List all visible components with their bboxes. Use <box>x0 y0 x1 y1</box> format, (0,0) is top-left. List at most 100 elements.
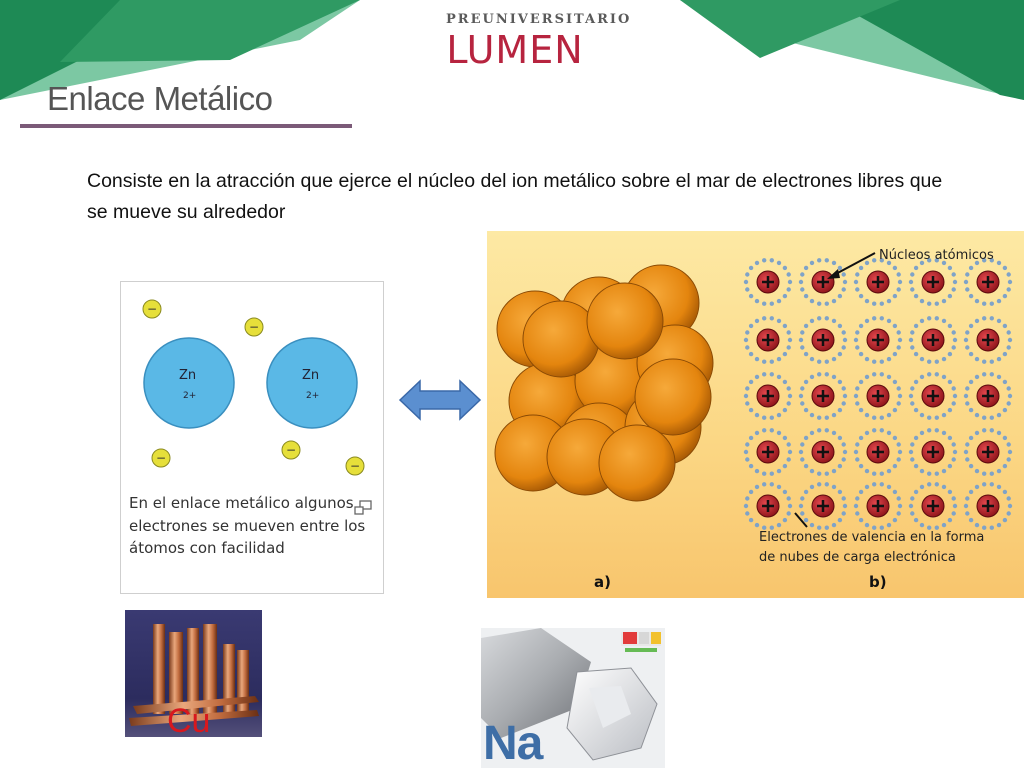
cloud-electron <box>800 511 805 516</box>
cloud-electron <box>809 374 815 380</box>
cloud-electron <box>769 372 774 377</box>
cloud-electron <box>974 374 980 380</box>
cloud-electron <box>842 393 848 399</box>
cloud-electron <box>745 457 750 462</box>
cloud-electron <box>989 258 994 263</box>
nuclei-pointer-head <box>827 269 840 279</box>
cloud-electron <box>982 471 987 476</box>
cloud-electron <box>787 449 793 455</box>
cloud-electron <box>803 351 809 357</box>
cloud-electron <box>941 484 947 490</box>
cloud-electron <box>855 330 860 335</box>
expand-icon[interactable] <box>353 500 373 516</box>
cloud-electron <box>996 356 1002 362</box>
plus-icon <box>927 334 939 346</box>
zn-figure-panel: Zn 2+ Zn 2+ − − − − − En el enlace metál <box>120 281 384 594</box>
cloud-electron <box>786 330 791 335</box>
cloud-electron <box>952 503 958 509</box>
cloud-electron <box>798 279 804 285</box>
cloud-electron <box>886 298 892 304</box>
cloud-electron <box>1007 337 1013 343</box>
cloud-electron <box>989 428 994 433</box>
cloud-electron <box>786 442 791 447</box>
cloud-electron <box>996 484 1002 490</box>
cloud-electron <box>748 435 754 441</box>
cloud-electron <box>872 301 877 306</box>
cloud-electron <box>841 457 846 462</box>
cloud-electron <box>782 265 788 271</box>
cloud-electron <box>745 496 750 501</box>
cloud-electron <box>809 430 815 436</box>
cloud-electron <box>934 471 939 476</box>
cloud-electron <box>947 435 953 441</box>
cloud-electron <box>913 463 919 469</box>
cloud-electron <box>951 287 956 292</box>
cloud-electron <box>762 525 767 530</box>
cloud-electron <box>927 359 932 364</box>
zn-ion-right-charge: 2+ <box>306 391 319 401</box>
cloud-electron <box>892 379 898 385</box>
cloud-electron <box>782 323 788 329</box>
cloud-electron <box>782 293 788 299</box>
cloud-electron <box>841 442 846 447</box>
cloud-electron <box>896 511 901 516</box>
cloud-electron <box>872 359 877 364</box>
cloud-electron <box>941 260 947 266</box>
label-electrons-line2: de nubes de carga electrónica <box>759 550 956 565</box>
cloud-electron <box>831 484 837 490</box>
cloud-electron <box>837 407 843 413</box>
cloud-electron <box>831 374 837 380</box>
cloud-electron <box>800 287 805 292</box>
cloud-electron <box>913 351 919 357</box>
cloud-electron <box>989 525 994 530</box>
cloud-electron <box>963 503 969 509</box>
cloud-electron <box>919 318 925 324</box>
cloud-electron <box>837 435 843 441</box>
cloud-electron <box>786 386 791 391</box>
cloud-electron <box>965 511 970 516</box>
cloud-electron <box>951 442 956 447</box>
cloud-electron <box>855 287 860 292</box>
cloud-electron <box>886 484 892 490</box>
cloud-electron <box>858 265 864 271</box>
cloud-electron <box>951 457 956 462</box>
cloud-electron <box>910 496 915 501</box>
cloud-electron <box>1002 489 1008 495</box>
cloud-electron <box>837 379 843 385</box>
cloud-electron <box>743 449 749 455</box>
cloud-electron <box>831 412 837 418</box>
svg-text:−: − <box>156 451 166 465</box>
cloud-electron <box>947 379 953 385</box>
cloud-electron <box>965 287 970 292</box>
cloud-electron <box>776 412 782 418</box>
cloud-electron <box>782 517 788 523</box>
plus-icon <box>817 500 829 512</box>
plus-icon <box>982 276 994 288</box>
cloud-electron <box>947 323 953 329</box>
cloud-electron <box>913 407 919 413</box>
cloud-electron <box>989 415 994 420</box>
cloud-electron <box>963 449 969 455</box>
cloud-electron <box>974 412 980 418</box>
cloud-electron <box>786 496 791 501</box>
cloud-electron <box>745 511 750 516</box>
plus-icon <box>872 334 884 346</box>
cloud-electron <box>800 442 805 447</box>
cloud-electron <box>853 449 859 455</box>
cloud-electron <box>1006 386 1011 391</box>
cloud-electron <box>841 272 846 277</box>
cloud-electron <box>896 330 901 335</box>
cloud-electron <box>864 298 870 304</box>
cloud-electron <box>800 386 805 391</box>
cloud-electron <box>853 337 859 343</box>
cloud-electron <box>803 435 809 441</box>
cloud-electron <box>855 386 860 391</box>
cloud-electron <box>879 359 884 364</box>
cloud-electron <box>941 522 947 528</box>
plus-icon <box>817 276 829 288</box>
cloud-electron <box>947 351 953 357</box>
cloud-electron <box>858 351 864 357</box>
cloud-electron <box>762 316 767 321</box>
cloud-electron <box>841 401 846 406</box>
cloud-electron <box>809 318 815 324</box>
